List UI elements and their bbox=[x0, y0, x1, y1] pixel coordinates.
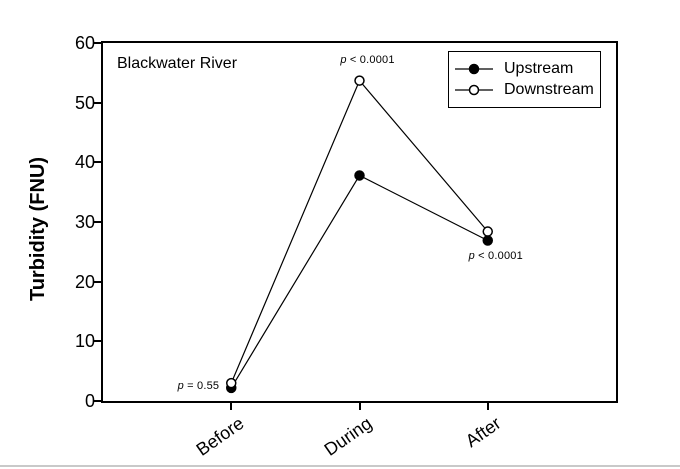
y-axis-tick bbox=[94, 42, 101, 44]
data-point-downstream bbox=[226, 377, 237, 389]
y-axis-tick bbox=[94, 221, 101, 223]
window-bottom-edge bbox=[0, 465, 680, 467]
p-symbol: p bbox=[340, 53, 347, 66]
p-symbol: p bbox=[468, 250, 475, 263]
data-point-upstream bbox=[482, 235, 493, 246]
plot-canvas bbox=[226, 75, 493, 394]
x-axis-label: After bbox=[461, 413, 505, 452]
x-axis-label: Before bbox=[192, 413, 248, 460]
p-value-text: = 0.55 bbox=[183, 380, 220, 393]
x-axis-label: During bbox=[321, 413, 376, 460]
open-circle-icon bbox=[468, 84, 480, 96]
y-tick-label: 10 bbox=[74, 331, 95, 352]
p-value-text: < 0.0001 bbox=[346, 53, 395, 66]
y-axis-tick bbox=[94, 340, 101, 343]
legend-item-upstream: Upstream bbox=[455, 59, 600, 79]
data-point-downstream bbox=[482, 226, 493, 237]
p-symbol: p bbox=[177, 380, 184, 393]
y-axis-tick bbox=[94, 400, 101, 402]
legend-marker-filled-circle bbox=[455, 63, 493, 75]
y-axis-tick bbox=[94, 280, 101, 283]
x-axis-tick bbox=[486, 403, 489, 410]
legend-label: Upstream bbox=[504, 60, 574, 77]
filled-circle-icon bbox=[468, 63, 480, 75]
y-axis-tick bbox=[94, 161, 101, 164]
y-tick-label: 30 bbox=[74, 212, 95, 232]
legend-marker-open-circle bbox=[455, 84, 493, 96]
p-value-text: < 0.0001 bbox=[474, 250, 523, 263]
y-tick-label: 20 bbox=[74, 271, 95, 292]
y-tick-label: 0 bbox=[84, 391, 95, 411]
x-axis-tick bbox=[358, 403, 361, 410]
data-point-upstream bbox=[354, 170, 365, 181]
y-tick-label: 50 bbox=[74, 92, 95, 113]
p-value-annotation: p < 0.0001 bbox=[340, 54, 394, 66]
y-axis-tick bbox=[94, 101, 101, 104]
x-axis-tick bbox=[230, 403, 233, 410]
legend-item-downstream: Downstream bbox=[455, 80, 600, 100]
p-value-annotation: p = 0.55 bbox=[178, 380, 220, 392]
data-point-downstream bbox=[354, 75, 365, 86]
y-tick-label: 40 bbox=[74, 152, 95, 173]
legend-label: Downstream bbox=[504, 81, 594, 98]
y-tick-label: 60 bbox=[74, 33, 95, 53]
p-value-annotation: p < 0.0001 bbox=[469, 250, 523, 262]
series-line-upstream bbox=[230, 174, 489, 389]
chart-title: Blackwater River bbox=[117, 55, 238, 72]
series-line-downstream bbox=[230, 79, 489, 384]
